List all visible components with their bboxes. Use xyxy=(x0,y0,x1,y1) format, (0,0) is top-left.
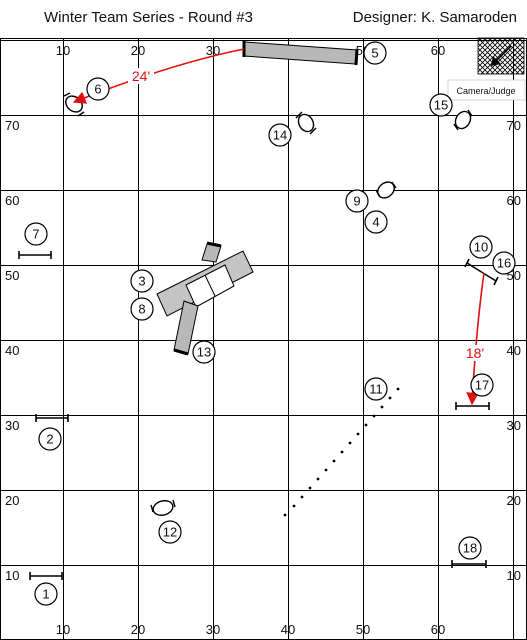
obstacle-number-8: 8 xyxy=(130,297,154,321)
obstacle-number-label: 13 xyxy=(197,345,211,360)
obstacle-number-14: 14 xyxy=(268,123,292,147)
weave-poles-obstacle-11 xyxy=(283,387,400,517)
obstacle-number-label: 2 xyxy=(46,432,53,447)
obstacle-number-15: 15 xyxy=(429,93,453,117)
obstacle-number-label: 10 xyxy=(474,240,488,255)
tire-obstacle-12 xyxy=(150,499,176,516)
obstacle-number-13: 13 xyxy=(192,340,216,364)
obstacle-number-label: 14 xyxy=(273,128,287,143)
obstacle-number-label: 11 xyxy=(369,382,383,397)
tire-obstacle-14 xyxy=(295,111,317,135)
obstacle-number-label: 7 xyxy=(32,227,39,242)
obstacle-number-2: 2 xyxy=(38,427,62,451)
right-label-20: 20 xyxy=(507,493,521,508)
obstacle-number-4: 4 xyxy=(364,210,388,234)
obstacle-number-10: 10 xyxy=(469,235,493,259)
tunnel-obstacle-5 xyxy=(242,41,359,66)
jump-obstacle-1 xyxy=(29,572,63,580)
obstacle-number-label: 3 xyxy=(138,274,145,289)
course-title: Winter Team Series - Round #3 xyxy=(44,9,253,26)
jump-obstacle-17 xyxy=(455,402,490,410)
course-border xyxy=(0,38,527,640)
bottom-label-30: 30 xyxy=(206,622,220,637)
obstacle-number-label: 6 xyxy=(94,82,101,97)
obstacle-number-17: 17 xyxy=(470,373,494,397)
bottom-label-60: 60 xyxy=(431,622,445,637)
left-label-70: 70 xyxy=(5,118,19,133)
obstacle-number-18: 18 xyxy=(458,536,482,560)
designer-credit: Designer: K. Samaroden xyxy=(352,9,517,26)
jump-obstacle-2 xyxy=(35,414,69,422)
right-label-40: 40 xyxy=(507,343,521,358)
obstacle-number-label: 17 xyxy=(475,378,489,393)
left-label-30: 30 xyxy=(5,418,19,433)
course-grid xyxy=(0,38,527,640)
bottom-label-40: 40 xyxy=(281,622,295,637)
top-label-20: 20 xyxy=(131,43,145,58)
right-label-70: 70 xyxy=(507,118,521,133)
left-label-10: 10 xyxy=(5,568,19,583)
obstacle-number-3: 3 xyxy=(130,269,154,293)
camera-judge-area: Camera/Judge xyxy=(447,37,526,101)
camera-judge-label: Camera/Judge xyxy=(456,86,515,96)
obstacle-number-label: 1 xyxy=(42,587,49,602)
right-label-30: 30 xyxy=(507,418,521,433)
distance-marker-24: 24' xyxy=(72,48,245,104)
bottom-label-50: 50 xyxy=(356,622,370,637)
right-label-10: 10 xyxy=(507,568,521,583)
distance-label-24: 24' xyxy=(132,68,150,84)
tunnel-obstacle-13 xyxy=(173,241,222,356)
left-label-20: 20 xyxy=(5,493,19,508)
obstacle-number-label: 5 xyxy=(371,46,378,61)
aframe-obstacle xyxy=(156,250,254,317)
obstacle-number-label: 8 xyxy=(138,302,145,317)
tire-obstacle-9-4 xyxy=(375,181,397,199)
left-label-40: 40 xyxy=(5,343,19,358)
jump-obstacle-7 xyxy=(18,251,52,259)
obstacle-number-6: 6 xyxy=(86,77,110,101)
obstacle-number-7: 7 xyxy=(24,222,48,246)
obstacle-number-label: 16 xyxy=(497,256,511,271)
tire-obstacle-6 xyxy=(63,92,85,117)
obstacle-number-11: 11 xyxy=(364,377,388,401)
obstacle-number-5: 5 xyxy=(363,41,387,65)
obstacle-number-label: 4 xyxy=(372,215,379,230)
top-label-10: 10 xyxy=(56,43,70,58)
tire-obstacle-15 xyxy=(453,109,473,131)
left-label-60: 60 xyxy=(5,193,19,208)
jump-obstacle-18 xyxy=(451,560,487,568)
obstacle-number-16: 16 xyxy=(492,251,516,275)
obstacle-number-9: 9 xyxy=(345,189,369,213)
obstacle-number-label: 15 xyxy=(434,98,448,113)
distance-marker-18: 18' xyxy=(462,272,488,406)
jump-obstacle-10-16 xyxy=(464,258,499,286)
obstacle-number-12: 12 xyxy=(158,520,182,544)
obstacle-number-label: 9 xyxy=(353,194,360,209)
distance-label-18: 18' xyxy=(466,345,484,361)
obstacle-number-1: 1 xyxy=(34,582,58,606)
obstacle-number-label: 18 xyxy=(463,541,477,556)
right-label-60: 60 xyxy=(507,193,521,208)
top-label-30: 30 xyxy=(206,43,220,58)
bottom-label-20: 20 xyxy=(131,622,145,637)
left-label-50: 50 xyxy=(5,268,19,283)
top-label-60: 60 xyxy=(431,43,445,58)
obstacle-number-label: 12 xyxy=(163,525,177,540)
bottom-label-10: 10 xyxy=(56,622,70,637)
